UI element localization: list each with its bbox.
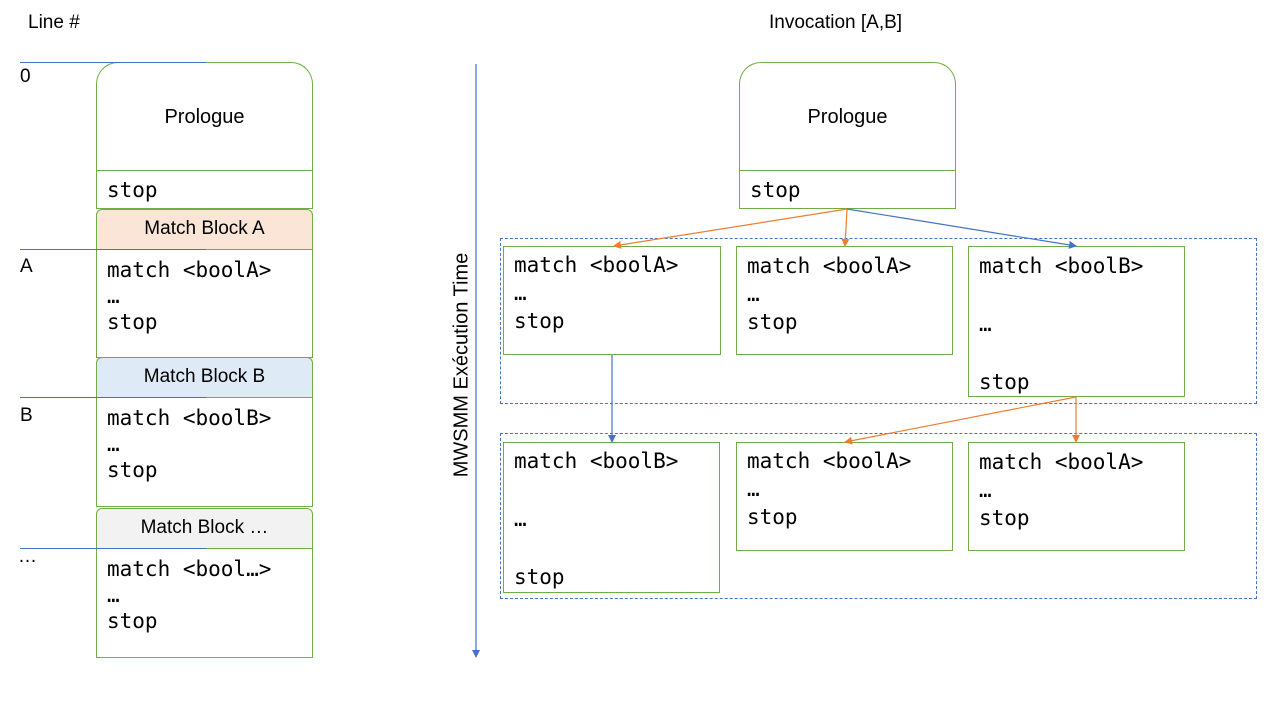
code-line: stop	[514, 309, 565, 333]
line-marker-0	[20, 62, 206, 63]
code-line: …	[107, 284, 120, 308]
row2-block-2: match <boolA> … stop	[736, 442, 953, 551]
arrow-prologue-to-row1-block2	[841, 208, 850, 247]
code-line: stop	[747, 505, 798, 529]
execution-group-1	[500, 238, 1257, 404]
code-line: stop	[107, 310, 158, 334]
line-marker-b	[20, 397, 206, 398]
line-marker-ellipsis	[20, 548, 206, 549]
code-line: …	[979, 478, 992, 502]
code-line: stop	[107, 458, 158, 482]
line-number-header: Line #	[28, 12, 80, 33]
code-line: …	[979, 312, 992, 336]
code-line: match <boolA>	[747, 449, 912, 473]
arrow-row1-block3-to-row2-block2	[844, 396, 1077, 445]
code-line: …	[514, 507, 527, 531]
left-prologue-title: Prologue	[164, 105, 245, 128]
line-label-b: B	[20, 405, 33, 426]
code-line: …	[747, 282, 760, 306]
row1-block-2: match <boolA> … stop	[736, 246, 953, 355]
code-line: stop	[747, 310, 798, 334]
left-prologue-stop: stop	[96, 170, 313, 209]
code-line: match <boolA>	[107, 258, 272, 282]
line-marker-a	[20, 249, 206, 250]
line-label-0: 0	[20, 66, 31, 87]
invocation-title: Invocation [A,B]	[769, 12, 903, 33]
code-line: …	[514, 281, 527, 305]
code-line: match <boolB>	[514, 449, 679, 473]
match-block-a-header: Match Block A	[96, 209, 313, 249]
right-prologue-title: Prologue	[807, 105, 888, 128]
row2-block-3: match <boolA> … stop	[968, 442, 1185, 551]
code-line: …	[107, 432, 120, 456]
code-line: stop	[979, 506, 1030, 530]
match-block-ellipsis-body: match <bool…> … stop	[96, 548, 313, 658]
code-line: match <bool…>	[107, 557, 272, 581]
right-prologue-block: Prologue	[739, 62, 956, 171]
code-line: match <boolB>	[107, 406, 272, 430]
row1-block-1: match <boolA> … stop	[503, 246, 721, 355]
code-line: match <boolA>	[979, 450, 1144, 474]
row1-block-3: match <boolB> … stop	[968, 246, 1185, 397]
code-line: …	[747, 477, 760, 501]
match-block-b-header: Match Block B	[96, 357, 313, 398]
match-block-b-body: match <boolB> … stop	[96, 397, 313, 507]
code-line: match <boolB>	[979, 254, 1144, 278]
row2-block-1: match <boolB> … stop	[503, 442, 720, 593]
code-line: match <boolA>	[514, 253, 679, 277]
code-line: stop	[107, 609, 158, 633]
code-line: …	[107, 583, 120, 607]
match-block-ellipsis-header: Match Block …	[96, 508, 313, 549]
arrow-prologue-to-row1-block3	[846, 208, 1077, 249]
code-line: stop	[979, 370, 1030, 394]
code-line: stop	[514, 565, 565, 589]
line-label-a: A	[20, 256, 33, 277]
line-label-ellipsis: …	[18, 546, 37, 567]
arrow-prologue-to-row1-block1	[613, 208, 848, 249]
code-line: match <boolA>	[747, 254, 912, 278]
execution-group-2	[500, 433, 1257, 599]
